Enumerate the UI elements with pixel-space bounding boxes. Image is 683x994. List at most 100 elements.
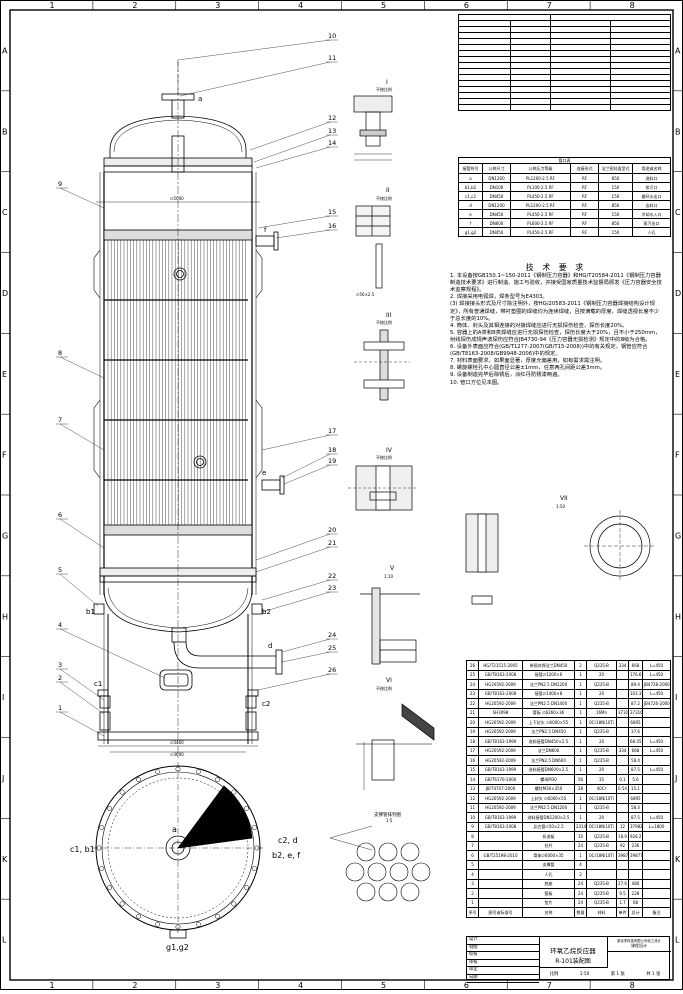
col-label-top: 1	[49, 1, 54, 10]
table-cell: 1	[574, 669, 587, 680]
part-number-11: 11	[328, 54, 336, 62]
tube-circle	[367, 862, 387, 882]
tube-circle	[389, 862, 409, 882]
table-cell: GB/T8163-1999	[478, 812, 523, 823]
tube-view-title: 支撑管排列图	[374, 811, 401, 818]
table-cell: 10	[574, 831, 587, 842]
table-cell: d	[458, 200, 483, 210]
table-cell: Q235-B	[586, 878, 617, 889]
requirement-line: 1. 本设备按GB150.1~150-2011《钢制压力容器》和HG/T2058…	[450, 273, 662, 294]
table-cell: 68	[628, 897, 643, 908]
table-cell: 24	[466, 679, 479, 690]
table-cell	[642, 783, 671, 794]
part-number-22: 22	[328, 572, 336, 580]
row-label-right: E	[675, 370, 680, 379]
callout-leader	[283, 464, 331, 485]
part-number-18: 18	[328, 446, 336, 454]
row-label-left: A	[2, 46, 8, 55]
table-cell: 法兰PN2.5 DN1200	[522, 802, 575, 813]
table-cell: 16Mn	[586, 707, 617, 718]
table-cell: GB/T8163-2008	[478, 821, 523, 832]
row-label-right: C	[675, 208, 681, 217]
table-cell: 法兰PN2.5 DN600	[522, 755, 575, 766]
plan-view	[92, 762, 264, 939]
table-cell: 92	[616, 840, 629, 851]
plan-label-left: c1, b1	[70, 845, 95, 854]
table-cell: L=450	[642, 745, 671, 756]
part-number-12: 12	[328, 114, 336, 122]
row-label-left: E	[2, 370, 7, 379]
table-cell	[478, 869, 523, 880]
table-cell: HG20592-2009	[478, 717, 523, 728]
table-cell: DN100	[482, 182, 511, 192]
table-cell: 螺柱M30×350	[522, 783, 575, 794]
table-cell: 20	[586, 688, 617, 699]
table-cell: 19	[466, 726, 479, 737]
part-number-24: 24	[328, 631, 336, 639]
view2-title: II	[386, 187, 390, 194]
table-cell: Q235-B	[586, 660, 617, 671]
table-cell: 28	[574, 783, 587, 794]
table-cell: 22	[466, 698, 479, 709]
table-cell: 人孔	[632, 227, 671, 237]
table-cell	[642, 707, 671, 718]
table-cell: 冷却水入口	[632, 209, 671, 219]
table-cell: 26	[466, 660, 479, 671]
callout-leader	[253, 134, 331, 163]
table-cell: Q235-B	[586, 679, 617, 690]
table-cell: 928.2	[628, 831, 643, 842]
signature-row: 日期	[467, 975, 539, 983]
bom-header: 总计	[628, 907, 643, 918]
plan-label-right: c2, d	[278, 836, 298, 845]
table-cell: 20	[466, 717, 479, 728]
table-cell: 150	[598, 227, 633, 237]
table-cell	[550, 104, 611, 111]
table-cell: DN1200	[482, 200, 511, 210]
table-cell: JB4726-2000	[642, 698, 671, 709]
table-cell	[478, 831, 523, 842]
plan-label-a: a	[172, 825, 177, 834]
part-number-3: 3	[58, 661, 62, 669]
table-cell: 850	[598, 173, 633, 183]
table-cell: PL1200-2.5 RF	[510, 173, 571, 183]
scale-value: 1:50	[579, 971, 590, 977]
requirement-line: 4. 筒体、封头及其相连接的对接焊缝应进行无损探伤检查，探伤长度20%。	[450, 322, 628, 329]
table-cell: 1	[574, 726, 587, 737]
table-cell: 1	[574, 850, 587, 861]
label-e-main: e	[262, 469, 266, 477]
table-cell: HG20592-2009	[478, 698, 523, 709]
table-cell: 6	[466, 850, 479, 861]
signature-row: 审定	[467, 967, 539, 975]
table-cell: 25	[466, 669, 479, 680]
table-cell	[642, 878, 671, 889]
table-cell	[616, 726, 629, 737]
table-cell: 循环水出口	[632, 191, 671, 201]
table-cell: 10	[466, 812, 479, 823]
table-cell: 37.6	[628, 726, 643, 737]
row-label-right: A	[675, 46, 681, 55]
row-label-right: G	[675, 531, 681, 540]
table-cell: 法兰DN600	[522, 745, 575, 756]
table-cell: 87.5	[628, 812, 643, 823]
view7-scale: 1:50	[556, 504, 565, 509]
requirement-line: 10. 管口方位见本图。	[450, 379, 503, 386]
detail-view-6: VI 不按比例	[356, 677, 435, 790]
table-cell: 法兰PN2.5 DN1200	[522, 679, 575, 690]
table-cell	[642, 726, 671, 737]
table-cell	[616, 688, 629, 699]
bom-header: 备注	[642, 907, 671, 918]
signature-row: 制图	[467, 945, 539, 953]
table-cell: 筒体∅6000×35	[522, 850, 575, 861]
callout-leader	[255, 146, 331, 169]
col-label-top: 6	[464, 1, 469, 10]
